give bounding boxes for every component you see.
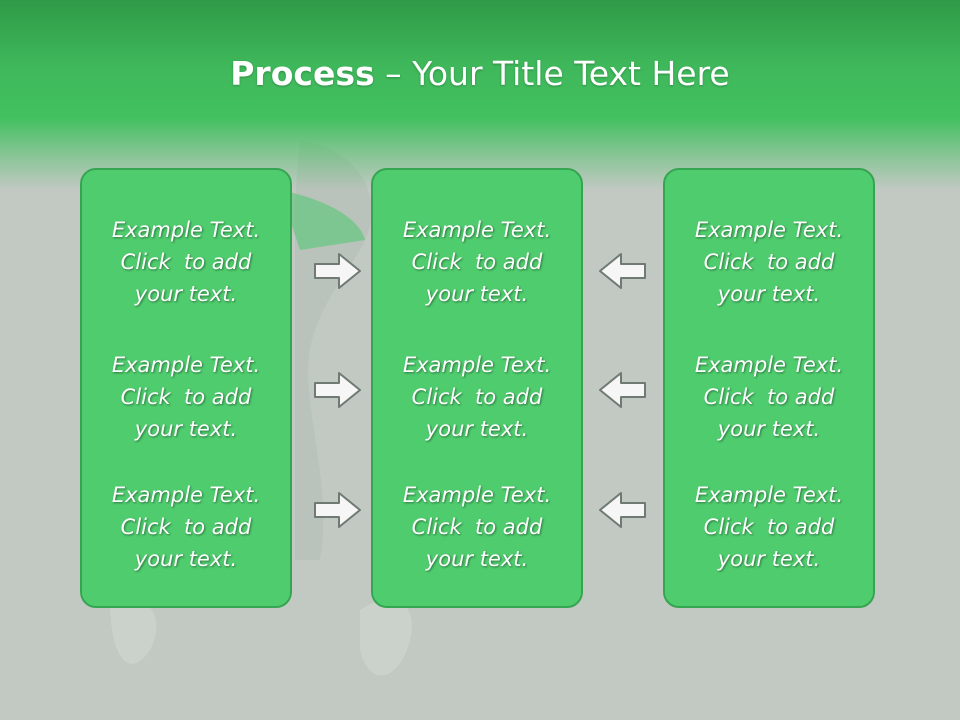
title-rest: – Your Title Text Here xyxy=(374,54,730,93)
panel-text-block[interactable]: Example Text. Click to add your text. xyxy=(665,214,873,310)
process-panel-center[interactable]: Example Text. Click to add your text. Ex… xyxy=(371,168,583,608)
panel-text-block[interactable]: Example Text. Click to add your text. xyxy=(373,479,581,575)
text-line: Example Text. xyxy=(402,483,552,507)
arrow-right-icon xyxy=(314,492,361,528)
text-line: your text. xyxy=(134,282,238,306)
panel-text-block[interactable]: Example Text. Click to add your text. xyxy=(373,214,581,310)
text-line: Example Text. xyxy=(402,218,552,242)
text-line: Click to add xyxy=(411,250,543,274)
panel-text-block[interactable]: Example Text. Click to add your text. xyxy=(665,479,873,575)
text-line: Click to add xyxy=(120,385,252,409)
text-line: Example Text. xyxy=(111,483,261,507)
text-line: Example Text. xyxy=(111,218,261,242)
title-bar xyxy=(0,0,960,190)
text-line: Example Text. xyxy=(694,218,844,242)
panel-text-block[interactable]: Example Text. Click to add your text. xyxy=(82,214,290,310)
text-line: Click to add xyxy=(411,515,543,539)
text-line: Click to add xyxy=(703,250,835,274)
panel-text-block[interactable]: Example Text. Click to add your text. xyxy=(82,349,290,445)
text-line: your text. xyxy=(717,417,821,441)
arrow-left-icon xyxy=(599,372,646,408)
arrow-left-icon xyxy=(599,253,646,289)
process-panel-left[interactable]: Example Text. Click to add your text. Ex… xyxy=(80,168,292,608)
title-bold: Process xyxy=(230,54,375,93)
text-line: your text. xyxy=(425,417,529,441)
panel-text-block[interactable]: Example Text. Click to add your text. xyxy=(373,349,581,445)
text-line: Click to add xyxy=(120,250,252,274)
text-line: your text. xyxy=(134,547,238,571)
text-line: Click to add xyxy=(703,515,835,539)
text-line: your text. xyxy=(425,547,529,571)
text-line: your text. xyxy=(717,547,821,571)
text-line: Example Text. xyxy=(694,483,844,507)
text-line: Example Text. xyxy=(111,353,261,377)
text-line: Click to add xyxy=(120,515,252,539)
panel-text-block[interactable]: Example Text. Click to add your text. xyxy=(82,479,290,575)
arrow-right-icon xyxy=(314,253,361,289)
text-line: your text. xyxy=(134,417,238,441)
slide-title[interactable]: Process – Your Title Text Here xyxy=(0,52,960,96)
arrow-right-icon xyxy=(314,372,361,408)
panel-text-block[interactable]: Example Text. Click to add your text. xyxy=(665,349,873,445)
process-panel-right[interactable]: Example Text. Click to add your text. Ex… xyxy=(663,168,875,608)
text-line: Click to add xyxy=(703,385,835,409)
text-line: your text. xyxy=(425,282,529,306)
text-line: Example Text. xyxy=(694,353,844,377)
text-line: Example Text. xyxy=(402,353,552,377)
arrow-left-icon xyxy=(599,492,646,528)
text-line: your text. xyxy=(717,282,821,306)
text-line: Click to add xyxy=(411,385,543,409)
